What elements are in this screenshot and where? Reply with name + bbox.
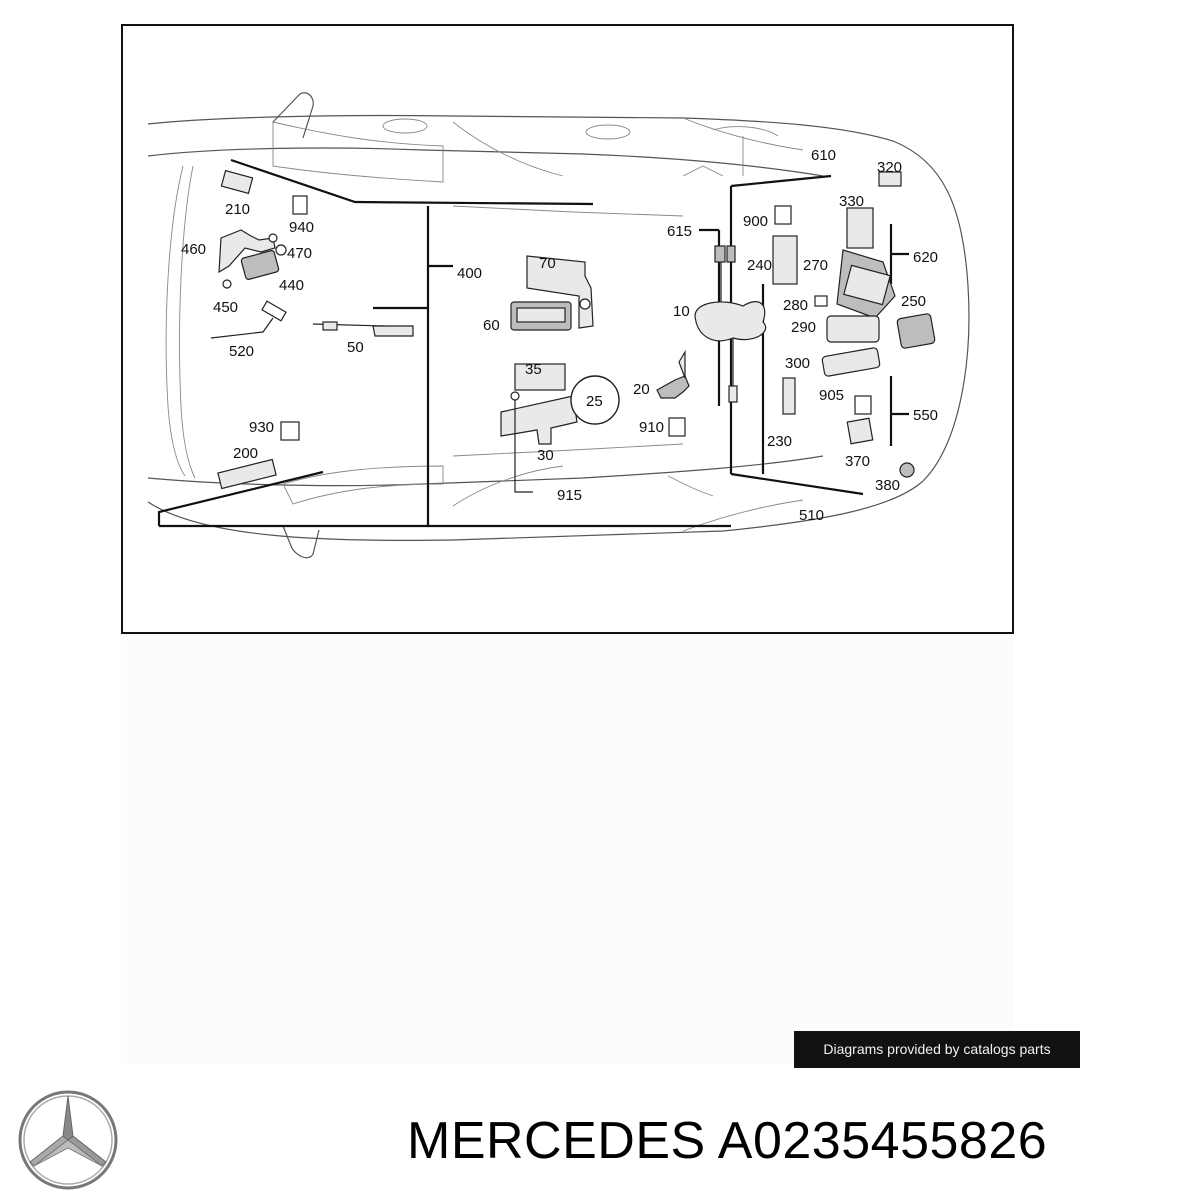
callout-label: 470 bbox=[287, 245, 312, 262]
callout-labels: 610 320 330 900 615 620 240 270 250 280 … bbox=[181, 147, 938, 524]
callout-label: 380 bbox=[875, 477, 900, 494]
callout-label: 510 bbox=[799, 507, 824, 524]
callout-label: 50 bbox=[347, 339, 364, 356]
leader-lines bbox=[157, 158, 909, 528]
callout-label: 250 bbox=[901, 293, 926, 310]
callout-label: 280 bbox=[783, 297, 808, 314]
car-outline-svg: 610 320 330 900 615 620 240 270 250 280 … bbox=[147, 92, 970, 559]
callout-label: 910 bbox=[639, 419, 664, 436]
callout-label: 915 bbox=[557, 487, 582, 504]
part-title: MERCEDES A0235455826 bbox=[407, 1112, 1048, 1170]
callout-label: 520 bbox=[229, 343, 254, 360]
callout-label: 320 bbox=[877, 159, 902, 176]
callout-25-circle bbox=[570, 375, 620, 425]
callout-label: 930 bbox=[249, 419, 274, 436]
callout-label: 450 bbox=[213, 299, 238, 316]
callout-label: 940 bbox=[289, 219, 314, 236]
callout-label: 240 bbox=[747, 257, 772, 274]
parts-diagram: 610 320 330 900 615 620 240 270 250 280 … bbox=[121, 24, 1014, 634]
callout-label: 30 bbox=[537, 447, 554, 464]
callout-label: 10 bbox=[673, 303, 690, 320]
mercedes-star-icon bbox=[18, 1090, 118, 1190]
callout-label: 620 bbox=[913, 249, 938, 266]
callout-label: 35 bbox=[525, 361, 542, 378]
callout-label: 550 bbox=[913, 407, 938, 424]
callout-label: 20 bbox=[633, 381, 650, 398]
callout-label: 290 bbox=[791, 319, 816, 336]
callout-label: 230 bbox=[767, 433, 792, 450]
callout-label: 25 bbox=[586, 393, 603, 410]
callout-label: 905 bbox=[819, 387, 844, 404]
callout-label: 610 bbox=[811, 147, 836, 164]
callout-label: 400 bbox=[457, 265, 482, 282]
callout-label: 270 bbox=[803, 257, 828, 274]
callout-label: 60 bbox=[483, 317, 500, 334]
callout-label: 370 bbox=[845, 453, 870, 470]
callout-label: 460 bbox=[181, 241, 206, 258]
callout-label: 330 bbox=[839, 193, 864, 210]
background-panel bbox=[121, 634, 1014, 1064]
callout-label: 200 bbox=[233, 445, 258, 462]
credit-banner: Diagrams provided by catalogs parts bbox=[794, 1031, 1080, 1068]
callout-label: 440 bbox=[279, 277, 304, 294]
callout-label: 615 bbox=[667, 223, 692, 240]
part-sketches bbox=[210, 169, 936, 493]
callout-label: 70 bbox=[539, 255, 556, 272]
callout-label: 900 bbox=[743, 213, 768, 230]
callout-label: 210 bbox=[225, 201, 250, 218]
callout-label: 300 bbox=[785, 355, 810, 372]
